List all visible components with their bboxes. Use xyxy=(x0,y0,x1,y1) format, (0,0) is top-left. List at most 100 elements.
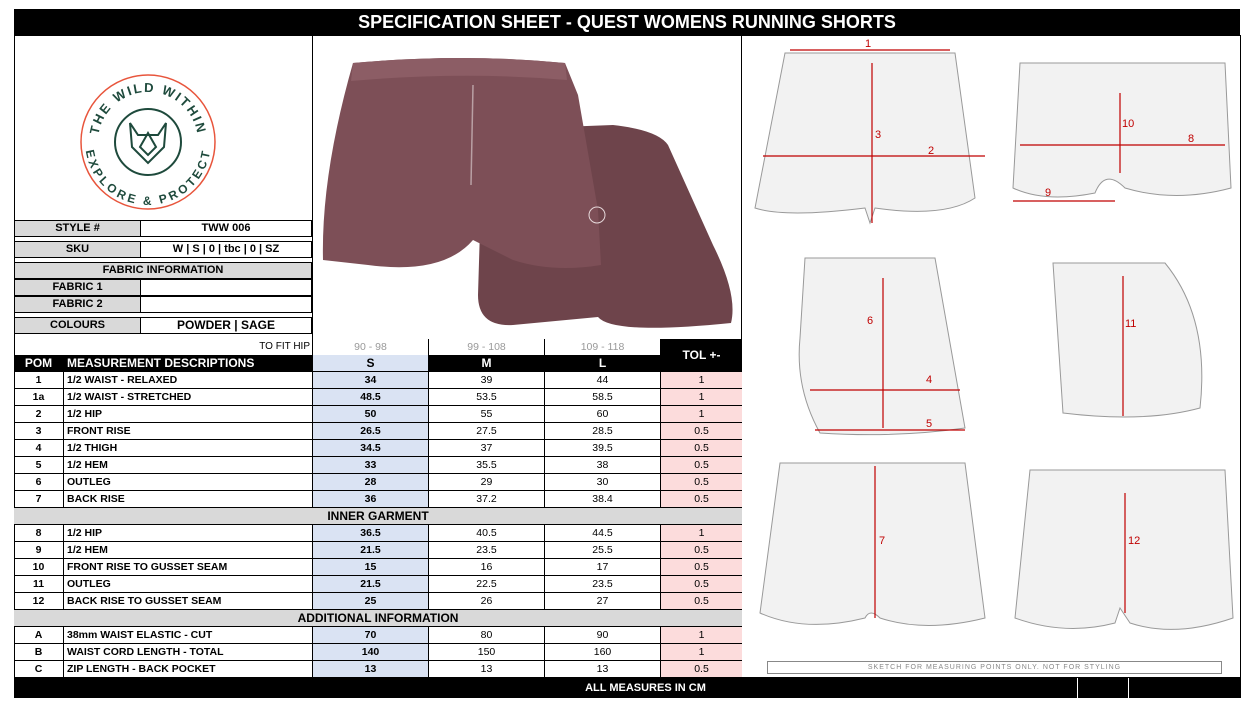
cell-l: 13 xyxy=(545,661,661,677)
cell-description: 1/2 HIP xyxy=(64,525,313,541)
cell-m: 40.5 xyxy=(429,525,545,541)
tol-header: TOL +- xyxy=(661,339,742,372)
fabric-2-row: FABRIC 2 xyxy=(14,296,312,313)
cell-m: 23.5 xyxy=(429,542,545,558)
footer-bar: ALL MEASURES IN CM xyxy=(14,678,1241,698)
cell-tol: 0.5 xyxy=(661,542,742,558)
cell-pom: 1a xyxy=(14,389,64,405)
label-11: 11 xyxy=(1125,318,1136,330)
cell-pom: 12 xyxy=(14,593,64,609)
cell-l: 160 xyxy=(545,644,661,660)
cell-s: 50 xyxy=(313,406,429,422)
cell-pom: 8 xyxy=(14,525,64,541)
cell-tol: 1 xyxy=(661,627,742,643)
cell-s: 48.5 xyxy=(313,389,429,405)
cell-tol: 0.5 xyxy=(661,474,742,490)
cell-l: 30 xyxy=(545,474,661,490)
cell-tol: 1 xyxy=(661,406,742,422)
cell-description: OUTLEG xyxy=(64,474,313,490)
label-8: 8 xyxy=(1188,133,1194,145)
sketch-note: SKETCH FOR MEASURING POINTS ONLY. NOT FO… xyxy=(767,661,1222,674)
cell-pom: 9 xyxy=(14,542,64,558)
label-10: 10 xyxy=(1122,118,1134,130)
cell-m: 35.5 xyxy=(429,457,545,473)
label-4: 4 xyxy=(926,374,932,386)
cell-description: 38mm WAIST ELASTIC - CUT xyxy=(64,627,313,643)
label-6: 6 xyxy=(867,315,873,327)
cell-s: 28 xyxy=(313,474,429,490)
cell-description: BACK RISE xyxy=(64,491,313,507)
cell-pom: 7 xyxy=(14,491,64,507)
cell-tol: 0.5 xyxy=(661,491,742,507)
cell-tol: 1 xyxy=(661,372,742,388)
cell-m: 13 xyxy=(429,661,545,677)
cell-pom: 5 xyxy=(14,457,64,473)
cell-description: FRONT RISE TO GUSSET SEAM xyxy=(64,559,313,575)
cell-l: 25.5 xyxy=(545,542,661,558)
cell-s: 21.5 xyxy=(313,542,429,558)
cell-m: 53.5 xyxy=(429,389,545,405)
cell-l: 60 xyxy=(545,406,661,422)
cell-s: 70 xyxy=(313,627,429,643)
cell-m: 39 xyxy=(429,372,545,388)
cell-l: 28.5 xyxy=(545,423,661,439)
cell-description: BACK RISE TO GUSSET SEAM xyxy=(64,593,313,609)
fabric-1-row: FABRIC 1 xyxy=(14,279,312,296)
cell-l: 27 xyxy=(545,593,661,609)
cell-l: 38 xyxy=(545,457,661,473)
cell-tol: 0.5 xyxy=(661,576,742,592)
cell-description: 1/2 HIP xyxy=(64,406,313,422)
cell-pom: 6 xyxy=(14,474,64,490)
cell-s: 21.5 xyxy=(313,576,429,592)
cell-tol: 1 xyxy=(661,644,742,660)
cell-description: 1/2 THIGH xyxy=(64,440,313,456)
brand-logo: THE WILD WITHIN EXPLORE & PROTECT xyxy=(14,35,312,220)
page-title: SPECIFICATION SHEET - QUEST WOMENS RUNNI… xyxy=(14,9,1240,35)
cell-l: 44.5 xyxy=(545,525,661,541)
cell-tol: 0.5 xyxy=(661,661,742,677)
to-fit-hip-row: TO FIT HIP 90 - 98 99 - 108 109 - 118 xyxy=(14,339,742,356)
cell-description: 1/2 WAIST - RELAXED xyxy=(64,372,313,388)
fabric-header: FABRIC INFORMATION xyxy=(14,262,312,279)
units-note: ALL MEASURES IN CM xyxy=(585,682,706,694)
cell-pom: A xyxy=(14,627,64,643)
cell-l: 58.5 xyxy=(545,389,661,405)
cell-l: 44 xyxy=(545,372,661,388)
cell-s: 33 xyxy=(313,457,429,473)
cell-description: FRONT RISE xyxy=(64,423,313,439)
label-5: 5 xyxy=(926,418,932,430)
cell-m: 26 xyxy=(429,593,545,609)
label-1: 1 xyxy=(865,38,871,50)
cell-description: WAIST CORD LENGTH - TOTAL xyxy=(64,644,313,660)
cell-m: 80 xyxy=(429,627,545,643)
cell-pom: C xyxy=(14,661,64,677)
cell-m: 37 xyxy=(429,440,545,456)
cell-pom: 11 xyxy=(14,576,64,592)
label-9: 9 xyxy=(1045,187,1051,199)
cell-tol: 0.5 xyxy=(661,440,742,456)
cell-description: ZIP LENGTH - BACK POCKET xyxy=(64,661,313,677)
cell-m: 29 xyxy=(429,474,545,490)
table-header: POM MEASUREMENT DESCRIPTIONS S M L xyxy=(14,355,661,372)
cell-m: 55 xyxy=(429,406,545,422)
cell-l: 90 xyxy=(545,627,661,643)
cell-tol: 0.5 xyxy=(661,559,742,575)
section-header: INNER GARMENT xyxy=(14,508,742,525)
cell-tol: 0.5 xyxy=(661,593,742,609)
cell-s: 34.5 xyxy=(313,440,429,456)
cell-m: 27.5 xyxy=(429,423,545,439)
